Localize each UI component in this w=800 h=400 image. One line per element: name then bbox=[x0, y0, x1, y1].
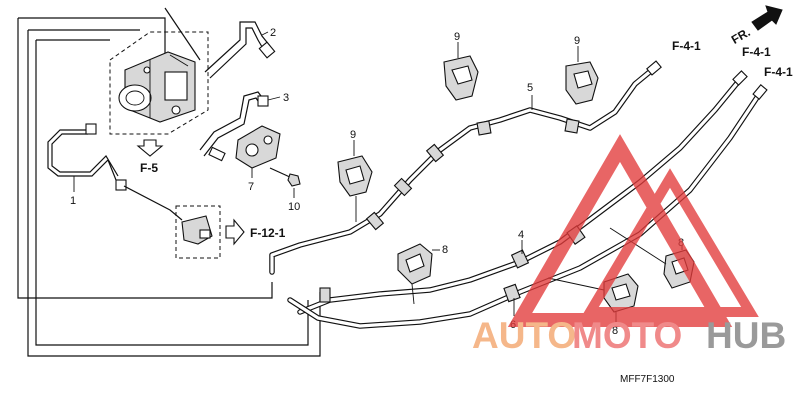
ref-f41-b: F-4-1 bbox=[742, 45, 771, 59]
clamp-9-a bbox=[443, 55, 479, 101]
frame-lines bbox=[17, 7, 321, 357]
watermark-hub: HUB bbox=[706, 315, 786, 356]
drawing-code: MFF7F1300 bbox=[620, 374, 675, 385]
ref-f41-a: F-4-1 bbox=[672, 39, 701, 53]
ref-f5: F-5 bbox=[140, 161, 158, 175]
ref-f41-c: F-4-1 bbox=[764, 65, 793, 79]
label-part-3: 3 bbox=[283, 92, 289, 104]
label-part-4: 4 bbox=[518, 229, 524, 241]
watermark-auto: AUTO bbox=[472, 315, 576, 356]
label-part-9c: 9 bbox=[350, 129, 356, 141]
ref-f12: F-12-1 bbox=[250, 226, 286, 240]
clamp-8-a bbox=[397, 243, 433, 285]
label-part-10: 10 bbox=[288, 201, 300, 213]
clamp-9-b bbox=[565, 61, 599, 105]
watermark-moto: MOTO bbox=[572, 315, 682, 356]
label-part-8c: 8 bbox=[612, 325, 618, 337]
label-part-8a: 8 bbox=[442, 244, 448, 256]
front-arrow bbox=[751, 5, 783, 31]
pipe-3 bbox=[199, 91, 269, 157]
bolt-10 bbox=[269, 167, 301, 187]
label-part-1: 1 bbox=[70, 195, 76, 207]
hose-6 bbox=[287, 84, 768, 329]
pipe-2 bbox=[204, 21, 276, 79]
f5-arrow bbox=[136, 139, 164, 157]
clamp-9-c bbox=[337, 155, 373, 197]
label-part-7: 7 bbox=[248, 181, 254, 193]
watermark-logo-icon bbox=[507, 134, 759, 327]
label-part-2: 2 bbox=[270, 27, 276, 39]
front-indicator: FR. bbox=[729, 25, 753, 47]
hose-5 bbox=[269, 60, 662, 275]
label-part-9b: 9 bbox=[574, 35, 580, 47]
label-part-5: 5 bbox=[527, 82, 533, 94]
sensor-box bbox=[123, 185, 221, 259]
f12-arrow bbox=[225, 218, 245, 246]
pipe-1 bbox=[47, 123, 127, 191]
abs-modulator bbox=[109, 31, 209, 135]
hose-4 bbox=[297, 70, 748, 315]
valve-7 bbox=[208, 125, 281, 169]
label-part-9a: 9 bbox=[454, 31, 460, 43]
